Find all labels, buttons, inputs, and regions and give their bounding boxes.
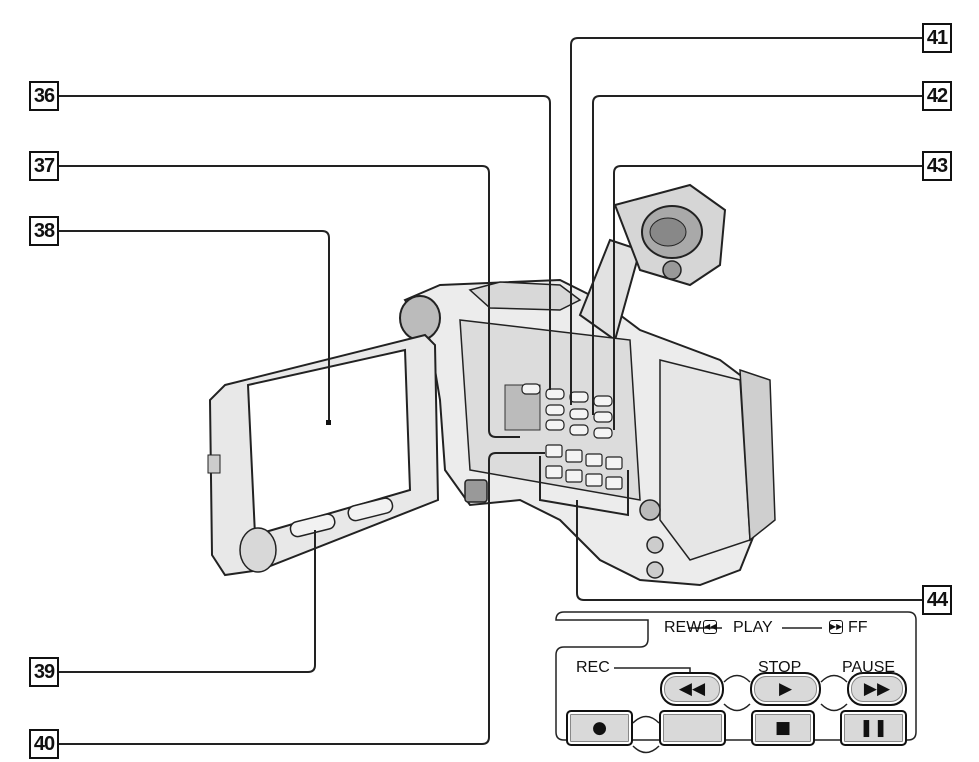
rew-label: REW [664,619,702,636]
callout-39: 39 [29,657,59,687]
pause-icon: ❚❚ [859,718,888,738]
rewind-icon: ◀◀ [678,679,706,699]
rewind-button[interactable]: ◀◀ [660,672,724,706]
callout-43: 43 [922,151,952,181]
callout-44: 44 [922,585,952,615]
callout-37: 37 [29,151,59,181]
callout-40: 40 [29,729,59,759]
pause-button[interactable]: ❚❚ [840,710,907,746]
record-dot-icon: ● [592,718,607,738]
callout-38: 38 [29,216,59,246]
ff-label: FF [848,619,868,636]
callout-42: 42 [922,81,952,111]
rec-label: REC [576,659,610,676]
rewind-small-icon: ◀◀ [703,620,717,634]
play-icon: ▶ [778,679,793,699]
play-button[interactable]: ▶ [750,672,821,706]
callout-36: 36 [29,81,59,111]
rec-button[interactable] [659,710,726,746]
fast-forward-button[interactable]: ▶▶ [847,672,907,706]
rec-blank [661,712,724,744]
stop-label: STOP [758,659,802,676]
stop-square-icon: ■ [774,718,792,738]
fast-forward-small-icon: ▶▶ [829,620,843,634]
stop-button[interactable]: ■ [751,710,815,746]
play-label: PLAY [733,619,773,636]
fast-forward-icon: ▶▶ [863,679,891,699]
callout-41: 41 [922,23,952,53]
pause-label: PAUSE [842,659,896,676]
rec-dot-button[interactable]: ● [566,710,633,746]
